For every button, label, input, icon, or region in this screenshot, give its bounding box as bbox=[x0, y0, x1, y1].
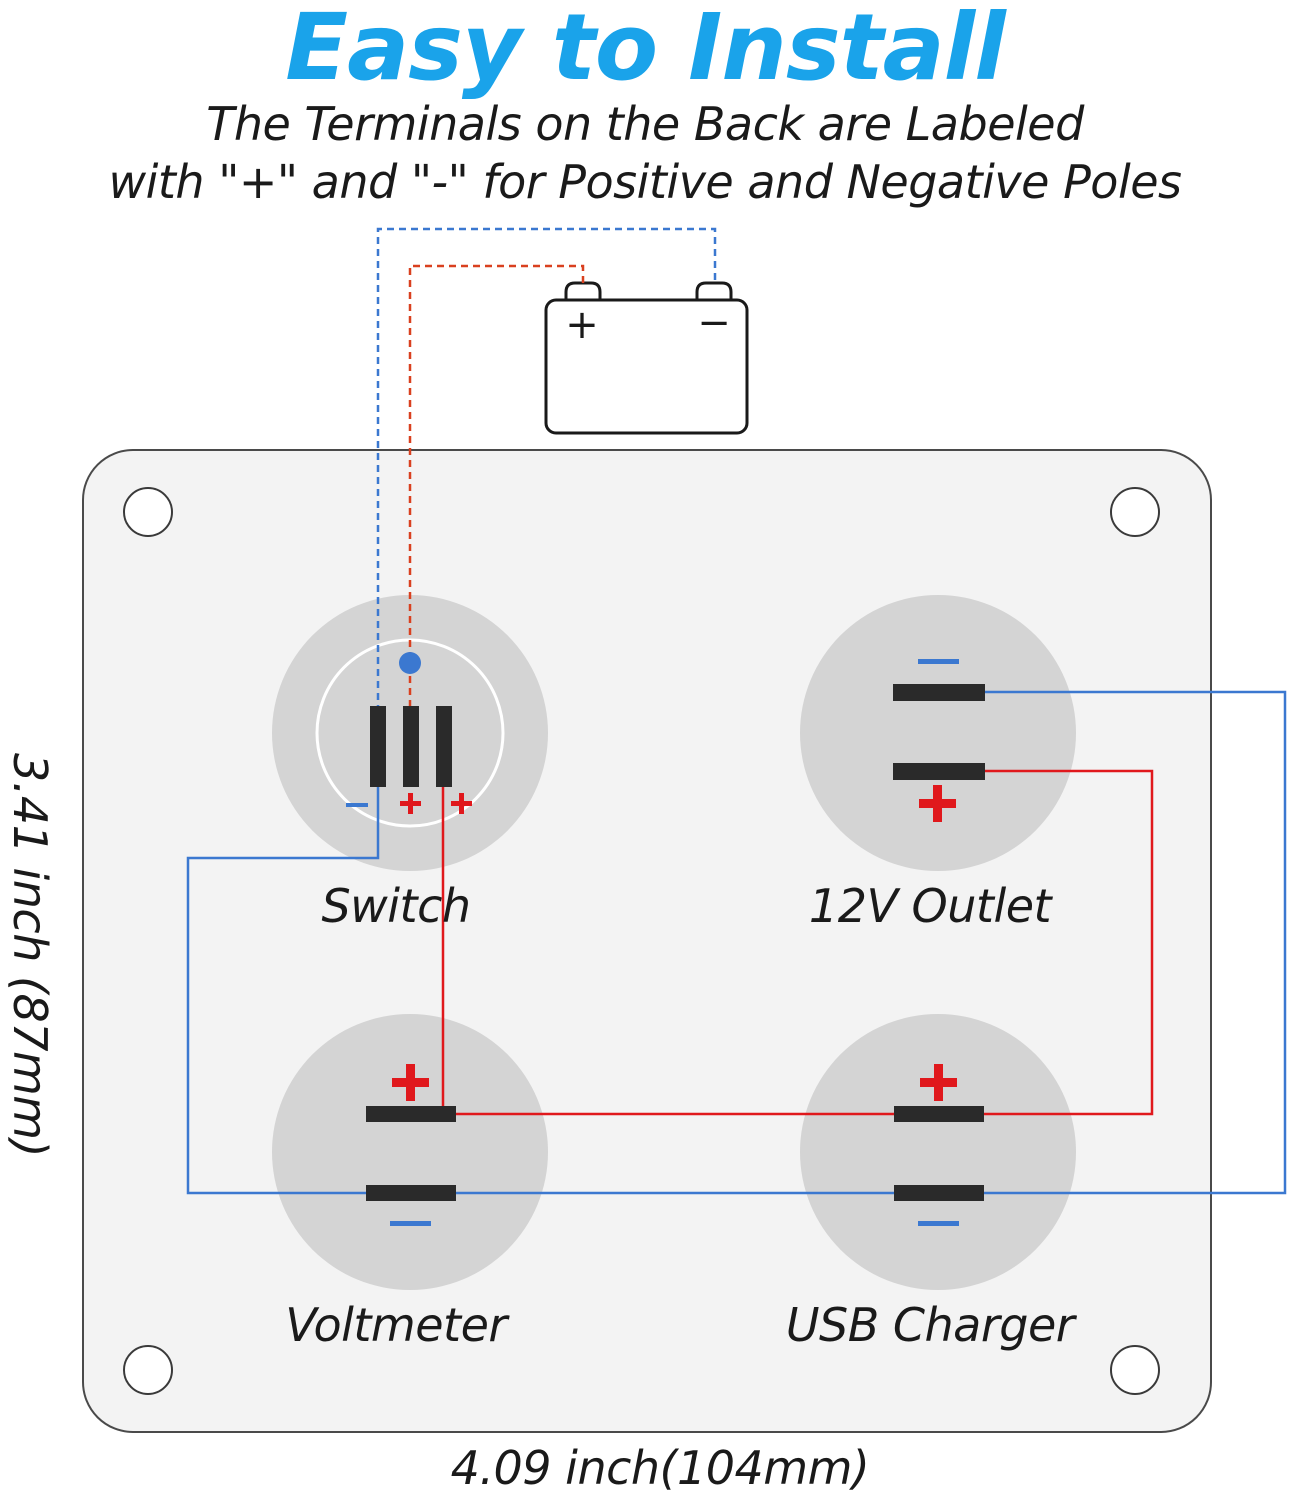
voltmeter-label: Voltmeter bbox=[285, 1298, 507, 1352]
usb-terminal-negative bbox=[894, 1185, 984, 1201]
outlet-plus-mark bbox=[919, 785, 956, 822]
mounting-panel bbox=[82, 449, 1212, 1433]
negative-wire-switch-to-voltmeter bbox=[186, 690, 1287, 1195]
usb-charger-socket bbox=[800, 1014, 1076, 1290]
battery: + − bbox=[544, 281, 749, 435]
voltmeter-plus-mark bbox=[392, 1064, 429, 1101]
usb-plus-mark bbox=[920, 1064, 957, 1101]
mounting-hole-bottom-left bbox=[123, 1345, 173, 1395]
battery-body bbox=[544, 298, 749, 435]
height-dimension: 3.41 inch (87mm) bbox=[3, 752, 57, 1158]
mounting-hole-top-right bbox=[1110, 487, 1160, 537]
battery-negative-post bbox=[695, 281, 733, 300]
switch-plus-mark-1 bbox=[400, 793, 421, 814]
usb-charger-label: USB Charger bbox=[785, 1298, 1075, 1352]
outlet-minus-mark bbox=[918, 659, 959, 664]
switch-label: Switch bbox=[321, 879, 471, 933]
outlet-12v-socket bbox=[800, 595, 1076, 871]
width-dimension: 4.09 inch(104mm) bbox=[450, 1441, 870, 1495]
switch-led-dot bbox=[399, 652, 421, 674]
outlet-terminal-positive bbox=[893, 763, 985, 780]
voltmeter-terminal-positive bbox=[366, 1106, 456, 1122]
switch-minus-mark bbox=[346, 803, 368, 807]
mounting-hole-top-left bbox=[123, 487, 173, 537]
voltmeter-terminal-negative bbox=[366, 1185, 456, 1201]
page-title: Easy to Install bbox=[285, 0, 1006, 101]
mounting-hole-bottom-right bbox=[1110, 1345, 1160, 1395]
switch-terminal-positive-out bbox=[436, 706, 452, 787]
negative-dashed-wire bbox=[376, 227, 717, 706]
subtitle-line-2: with "+" and "-" for Positive and Negati… bbox=[108, 155, 1182, 209]
battery-positive-post bbox=[564, 281, 602, 300]
usb-terminal-positive bbox=[894, 1106, 984, 1122]
battery-plus-symbol: + bbox=[565, 302, 599, 348]
voltmeter-socket bbox=[272, 1014, 548, 1290]
battery-minus-symbol: − bbox=[697, 300, 731, 346]
positive-wire-switch-to-voltmeter bbox=[441, 769, 1154, 1116]
outlet-12v-label: 12V Outlet bbox=[808, 879, 1052, 933]
usb-minus-mark bbox=[918, 1221, 959, 1226]
positive-dashed-wire bbox=[408, 264, 585, 706]
subtitle-line-1: The Terminals on the Back are Labeled bbox=[206, 97, 1084, 151]
switch-plus-mark-2 bbox=[451, 793, 472, 814]
outlet-terminal-negative bbox=[893, 684, 985, 701]
switch-terminal-negative bbox=[370, 706, 386, 787]
switch-terminal-positive-in bbox=[403, 706, 419, 787]
voltmeter-minus-mark bbox=[390, 1221, 431, 1226]
